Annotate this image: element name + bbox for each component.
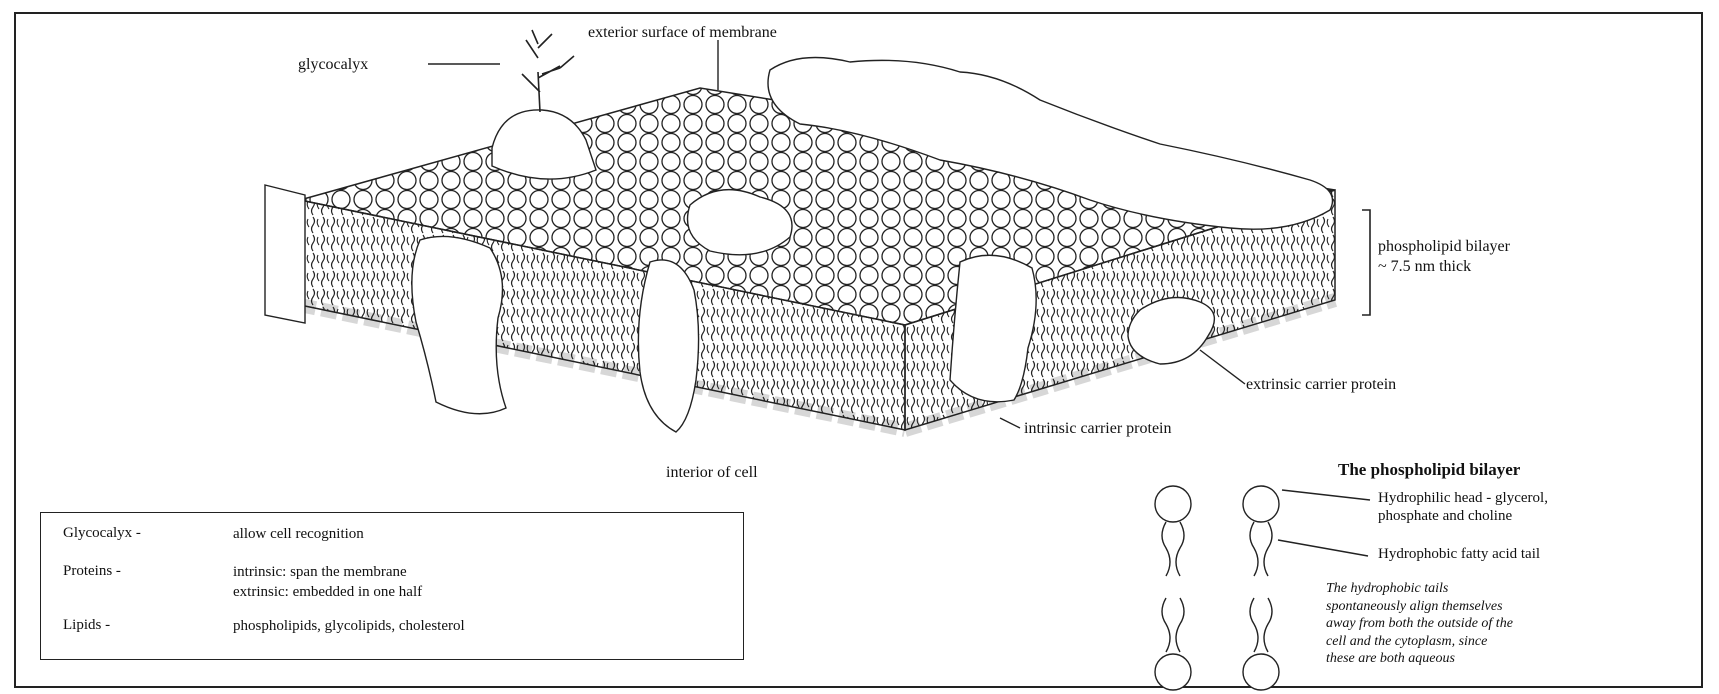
bilayer-note-line: these are both aqueous [1326,650,1706,668]
bilayer-note-line: The hydrophobic tails [1326,580,1706,598]
hydrophilic-head-label: Hydrophilic head - glycerol, [1378,490,1548,507]
intrinsic-carrier-label: intrinsic carrier protein [1024,420,1172,438]
legend-definition: phospholipids, glycolipids, cholesterol [233,617,465,636]
glycocalyx-branches [522,30,574,112]
bilayer-panel-title: The phospholipid bilayer [1338,460,1520,480]
phospholipid-molecule-icon [1155,486,1279,690]
bilayer-note-line: away from both the outside of the [1326,615,1706,633]
intrinsic-protein-1 [412,236,506,413]
bilayer-note: The hydrophobic tails spontaneously alig… [1326,580,1706,668]
hydrophobic-tail-label: Hydrophobic fatty acid tail [1378,546,1540,563]
interior-of-cell-label: interior of cell [666,464,758,482]
end-face-panel [265,185,305,323]
legend-definition: extrinsic: embedded in one half [233,583,422,602]
bilayer-label: phospholipid bilayer [1378,238,1510,256]
bilayer-thickness-label: ~ 7.5 nm thick [1378,258,1471,276]
bilayer-note-line: spontaneously align themselves [1326,598,1706,616]
legend-definition: allow cell recognition [233,525,364,544]
legend-box: Glycocalyx - allow cell recognition Prot… [40,512,744,660]
glycocalyx-label: glycocalyx [298,56,368,74]
legend-definition: intrinsic: span the membrane [233,563,407,582]
legend-term: Lipids - [63,617,110,634]
legend-term: Glycocalyx - [63,525,141,542]
bilayer-note-line: cell and the cytoplasm, since [1326,633,1706,651]
hydrophilic-head-label: phosphate and choline [1378,508,1512,525]
exterior-surface-label: exterior surface of membrane [588,24,777,42]
legend-term: Proteins - [63,563,121,580]
extrinsic-carrier-label: extrinsic carrier protein [1246,376,1396,394]
glycoprotein [492,110,596,179]
intrinsic-protein-2 [638,260,698,432]
